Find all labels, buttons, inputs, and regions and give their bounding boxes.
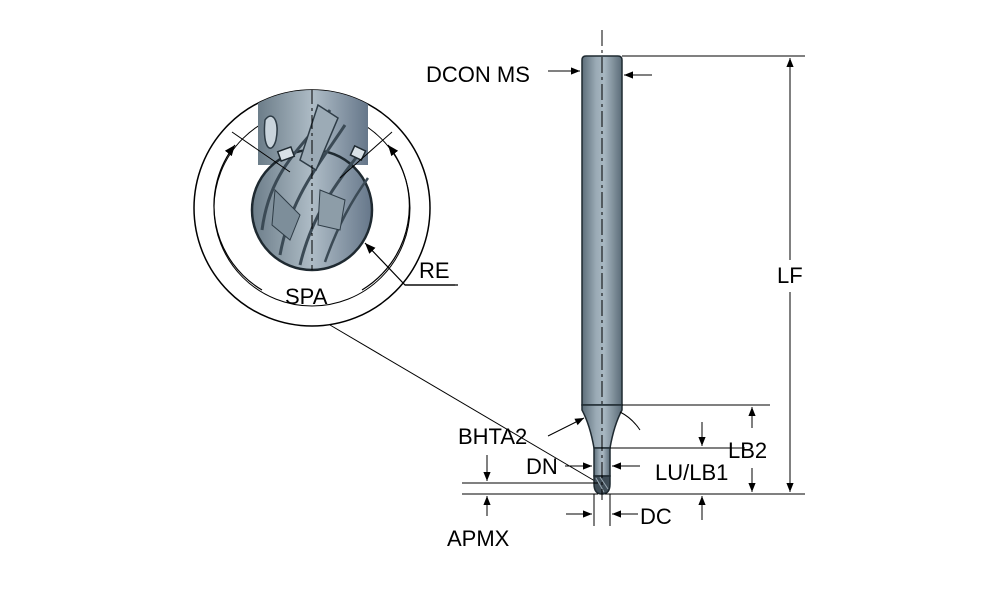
spa-arc	[213, 144, 263, 291]
detail-leader-line	[329, 324, 601, 485]
label-lb2: LB2	[728, 438, 767, 463]
spa-arc-right	[361, 144, 410, 291]
label-dcon-ms: DCON MS	[426, 62, 530, 87]
bhta2-arc	[619, 411, 641, 431]
end-mill-tool	[581, 30, 623, 500]
label-re: RE	[419, 258, 450, 283]
detail-tool-head	[250, 90, 374, 272]
spa-angle-line-left	[231, 131, 291, 173]
detail-view	[193, 89, 455, 327]
label-apmx: APMX	[447, 526, 510, 551]
label-dn: DN	[526, 454, 558, 479]
label-spa: SPA	[285, 284, 328, 309]
label-dc: DC	[640, 504, 672, 529]
label-lu-lb1: LU/LB1	[655, 460, 728, 485]
label-bhta2: BHTA2	[458, 424, 527, 449]
label-lf: LF	[777, 263, 803, 288]
spa-angle-line-right	[339, 131, 393, 179]
bhta2-leader	[547, 417, 585, 437]
